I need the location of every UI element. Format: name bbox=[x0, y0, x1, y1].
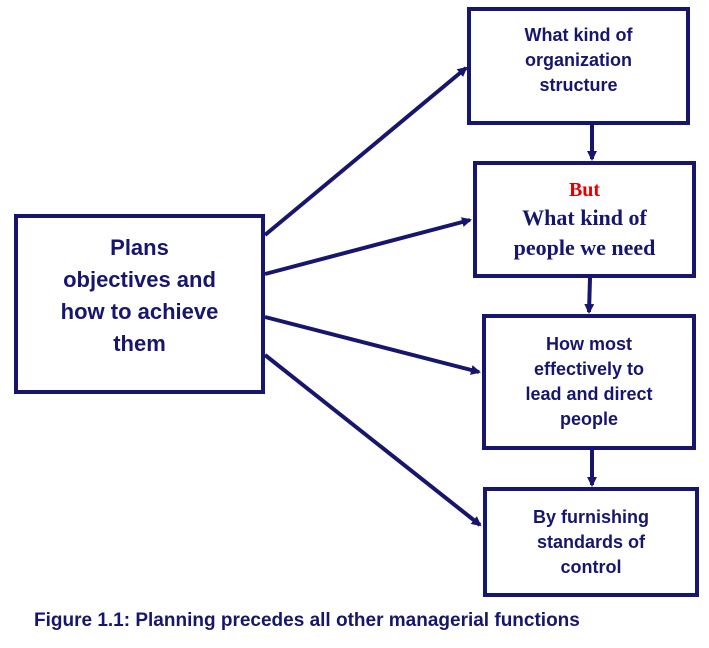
plans-line-3: how to achieve bbox=[60, 299, 219, 324]
lead-line-4: people bbox=[559, 409, 618, 429]
organization-structure-box: What kind of organization structure bbox=[467, 7, 690, 125]
org-line-2: organization bbox=[525, 50, 632, 70]
figure-caption: Figure 1.1: Planning precedes all other … bbox=[34, 610, 580, 631]
arrow-plans-to-lead bbox=[264, 315, 481, 375]
people-needed-box: But What kind of people we need bbox=[473, 161, 696, 278]
arrow-people-to-lead bbox=[584, 277, 595, 314]
control-line-2: standards of bbox=[536, 531, 646, 552]
org-line-1: What kind of bbox=[524, 25, 633, 45]
plans-objectives-box: Plans objectives and how to achieve them bbox=[14, 214, 265, 394]
lead-line-2: effectively to bbox=[533, 359, 645, 379]
control-line-1: By furnishing bbox=[533, 506, 649, 527]
org-line-3: structure bbox=[539, 75, 618, 95]
lead-and-direct-box: How most effectively to lead and direct … bbox=[482, 314, 696, 450]
plans-line-1: Plans bbox=[110, 235, 169, 260]
lead-line-3: lead and direct bbox=[525, 384, 653, 404]
but-highlight: But bbox=[568, 178, 601, 201]
control-line-3: control bbox=[560, 556, 622, 577]
arrow-plans-to-people bbox=[264, 217, 472, 276]
people-line-2: people we need bbox=[513, 234, 656, 260]
plans-line-4: them bbox=[113, 331, 166, 356]
plans-line-2: objectives and bbox=[63, 267, 216, 292]
lead-line-1: How most bbox=[545, 334, 632, 354]
standards-of-control-box: By furnishing standards of control bbox=[483, 487, 699, 597]
arrow-plans-to-control bbox=[263, 353, 482, 527]
arrow-plans-to-org bbox=[263, 66, 468, 237]
people-line-1: What kind of bbox=[522, 204, 647, 230]
